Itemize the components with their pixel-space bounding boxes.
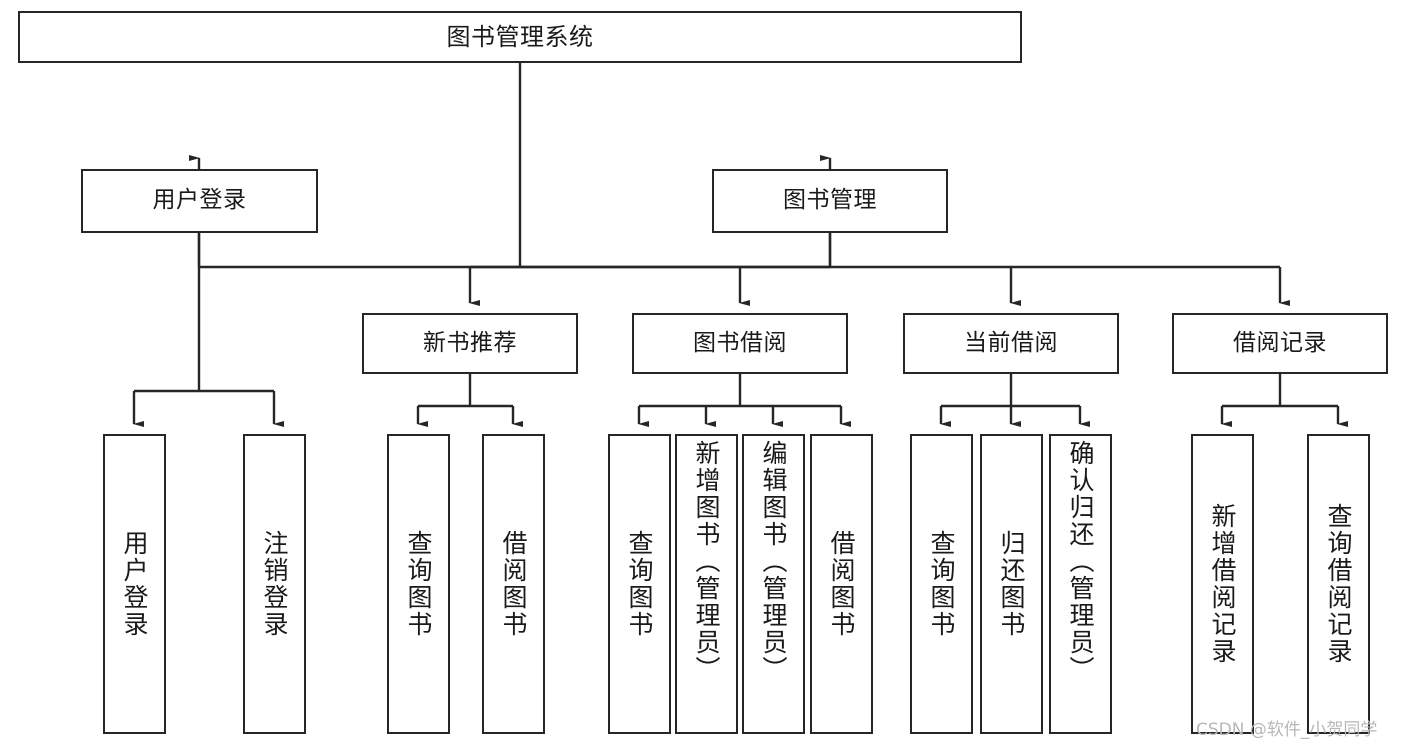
node-label: 当前借阅 <box>964 329 1058 356</box>
node-leaf-user-logout[interactable]: 注销登录 <box>243 434 306 734</box>
node-label: 用户登录 <box>152 187 247 214</box>
node-label: 借阅记录 <box>1233 329 1327 356</box>
node-root-book-management-system[interactable]: 图书管理系统 <box>18 11 1022 63</box>
node-borrow-record[interactable]: 借阅记录 <box>1172 313 1388 374</box>
node-label: 新增借阅记录 <box>1208 503 1237 665</box>
csdn-watermark: CSDN @软件_小贺同学 <box>1196 720 1378 740</box>
node-label: 借阅图书 <box>499 530 528 638</box>
node-leaf-query-borrow-record[interactable]: 查询借阅记录 <box>1307 434 1370 734</box>
node-label: 用户登录 <box>120 530 149 638</box>
node-label: 查询图书 <box>625 530 654 638</box>
node-leaf-return-book[interactable]: 归还图书 <box>980 434 1043 734</box>
node-leaf-add-borrow-record[interactable]: 新增借阅记录 <box>1191 434 1254 734</box>
node-label: 查询图书 <box>927 530 956 638</box>
node-current-borrow[interactable]: 当前借阅 <box>903 313 1119 374</box>
node-book-borrow[interactable]: 图书借阅 <box>632 313 848 374</box>
node-leaf-confirm-return-admin[interactable]: 确认归还（管理员） <box>1049 434 1112 734</box>
node-label: 查询图书 <box>404 530 433 638</box>
node-label: 注销登录 <box>260 530 289 638</box>
node-book-management[interactable]: 图书管理 <box>712 169 948 233</box>
node-leaf-query-book-current[interactable]: 查询图书 <box>910 434 973 734</box>
node-new-book-recommend[interactable]: 新书推荐 <box>362 313 578 374</box>
node-leaf-add-book-admin[interactable]: 新增图书（管理员） <box>675 434 738 734</box>
node-label: 新书推荐 <box>423 329 517 356</box>
node-label: 归还图书 <box>997 530 1026 638</box>
node-leaf-query-book-borrow[interactable]: 查询图书 <box>608 434 671 734</box>
node-label: 查询借阅记录 <box>1324 503 1353 665</box>
node-leaf-borrow-book[interactable]: 借阅图书 <box>810 434 873 734</box>
node-user-login[interactable]: 用户登录 <box>81 169 318 233</box>
node-leaf-borrow-book-recommend[interactable]: 借阅图书 <box>482 434 545 734</box>
node-label: 新增图书（管理员） <box>692 440 721 683</box>
node-leaf-query-book-recommend[interactable]: 查询图书 <box>387 434 450 734</box>
node-leaf-edit-book-admin[interactable]: 编辑图书（管理员） <box>742 434 805 734</box>
node-label: 确认归还（管理员） <box>1066 440 1095 683</box>
node-leaf-user-login[interactable]: 用户登录 <box>103 434 166 734</box>
node-label: 编辑图书（管理员） <box>759 440 788 683</box>
node-label: 借阅图书 <box>827 530 856 638</box>
node-label: 图书管理系统 <box>446 22 594 51</box>
node-label: 图书管理 <box>783 187 877 214</box>
node-label: 图书借阅 <box>693 329 787 356</box>
